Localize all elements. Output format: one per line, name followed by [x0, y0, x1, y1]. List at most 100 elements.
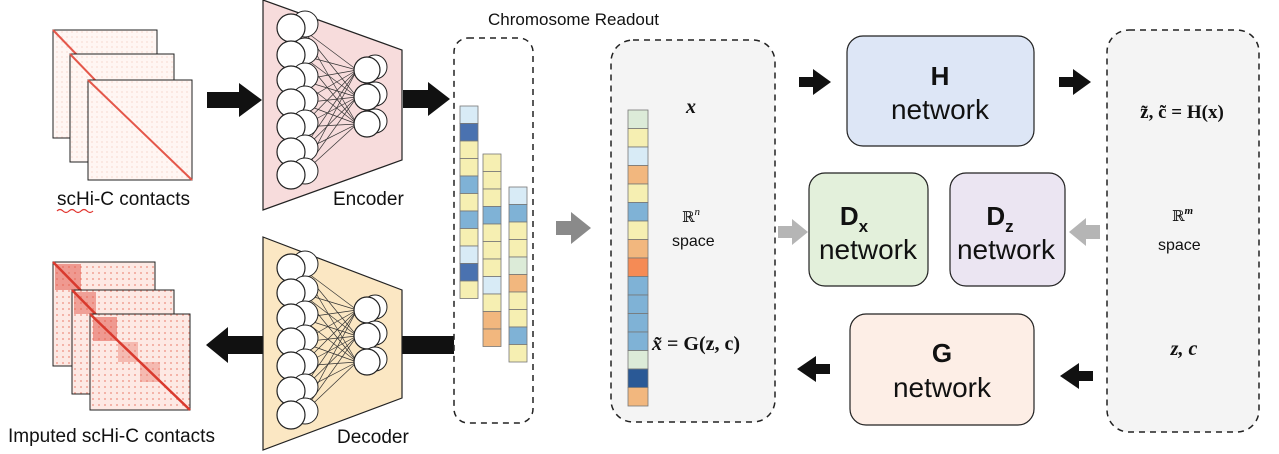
x-vector-cell	[627, 128, 649, 148]
z-space-top-eq: z̃, c̃ = H(x)	[1140, 102, 1224, 123]
readout-cell	[459, 280, 479, 299]
input-heatmaps	[52, 29, 193, 181]
readout-cell	[508, 204, 528, 223]
x-space-word: space	[672, 233, 715, 250]
x-vector-cell	[627, 183, 649, 203]
decoder-block	[262, 236, 403, 451]
readout-cell	[482, 223, 502, 242]
decoder-neuron	[353, 322, 381, 350]
readout-cell	[508, 239, 528, 258]
readout-cell	[459, 245, 479, 264]
x-vector-cell	[627, 350, 649, 370]
readout-cell	[482, 206, 502, 225]
readout-cell	[459, 210, 479, 229]
x-space-recon-eq: x̃ = G(z, c)	[651, 333, 740, 355]
dz-network-letter: Dz	[986, 201, 1013, 236]
readout-cell	[482, 311, 502, 330]
h-network-word: network	[891, 94, 990, 125]
input-caption: scHi-C contacts	[57, 189, 190, 210]
encoder-neuron	[353, 83, 381, 111]
readout-title: Chromosome Readout	[488, 10, 659, 29]
g-network-letter: G	[932, 338, 952, 368]
encoder-neuron	[353, 56, 381, 84]
readout-cell	[482, 258, 502, 277]
x-space-vector	[627, 109, 649, 407]
readout-cell	[508, 309, 528, 328]
z-space-symbol: ℝm	[1172, 205, 1193, 225]
readout-cell	[482, 328, 502, 347]
x-vector-cell	[627, 239, 649, 259]
encoder-neuron	[276, 13, 306, 43]
decoder-neuron	[353, 348, 381, 376]
x-vector-cell	[627, 331, 649, 351]
decoder-neural-net	[276, 250, 388, 430]
readout-cell	[459, 228, 479, 247]
h-to-zspace-arrow	[1059, 69, 1091, 95]
readout-cell	[508, 256, 528, 275]
readout-cell	[508, 344, 528, 363]
input-heatmap-3	[87, 79, 193, 181]
x-vector-cell	[627, 276, 649, 296]
dz-network-box: Dz network	[949, 172, 1066, 287]
x-vector-cell	[627, 387, 649, 407]
output-caption: Imputed scHi-C contacts	[8, 426, 215, 447]
h-network-letter: H	[931, 61, 950, 91]
readout-cell	[459, 105, 479, 124]
zspace-to-dz-arrow	[1069, 218, 1100, 246]
dx-network-box: Dx network	[808, 172, 929, 287]
input-to-encoder-arrow	[207, 83, 262, 117]
readout-cell	[508, 274, 528, 293]
x-vector-cell	[627, 220, 649, 240]
readout-cell	[508, 186, 528, 205]
readout-cell	[459, 263, 479, 282]
dz-network-word: network	[957, 234, 1056, 265]
readout-cell	[459, 123, 479, 142]
x-space-symbol: ℝn	[682, 206, 700, 226]
x-vector-cell	[627, 368, 649, 388]
x-space-box	[610, 39, 776, 423]
decoder-neuron	[353, 296, 381, 324]
readout-cell	[482, 153, 502, 172]
g-to-xspace-arrow	[797, 356, 830, 382]
readout-cell	[508, 291, 528, 310]
x-vector-cell	[627, 202, 649, 222]
readout-vectors	[459, 105, 528, 363]
x-vector-cell	[627, 165, 649, 185]
readout-cell	[459, 175, 479, 194]
encoder-neuron	[353, 110, 381, 138]
xspace-to-dx-arrow	[778, 219, 808, 245]
h-network-box: H network	[846, 35, 1035, 147]
z-space-box	[1106, 29, 1260, 433]
x-vector-cell	[627, 109, 649, 129]
encoder-block	[262, 0, 403, 211]
output-heatmap-3	[89, 313, 191, 411]
z-space-bottom-var: z, c	[1170, 338, 1198, 360]
z-space-word: space	[1158, 237, 1201, 254]
readout-cell	[482, 276, 502, 295]
readout-cell	[459, 140, 479, 159]
dx-network-letter: Dx	[840, 201, 869, 236]
readout-box	[453, 37, 534, 424]
x-vector-cell	[627, 146, 649, 166]
output-heatmaps	[52, 261, 191, 411]
encoder-to-readout-arrow	[403, 82, 450, 116]
encoder-label: Encoder	[333, 189, 404, 210]
x-vector-cell	[627, 294, 649, 314]
zspace-to-g-arrow	[1060, 363, 1093, 389]
g-network-word: network	[893, 372, 992, 403]
x-vector-cell	[627, 313, 649, 333]
readout-cell	[459, 158, 479, 177]
readout-cell	[508, 221, 528, 240]
x-space-top-var: x	[685, 96, 696, 118]
readout-cell	[482, 188, 502, 207]
decoder-neuron	[276, 400, 306, 430]
readout-cell	[459, 193, 479, 212]
readout-cell	[482, 293, 502, 312]
spellcheck-underline	[56, 208, 94, 214]
g-network-box: G network	[849, 313, 1035, 426]
readout-to-xspace-arrow	[556, 212, 591, 244]
readout-cell	[508, 326, 528, 345]
xspace-to-h-arrow	[799, 69, 831, 95]
decoder-label: Decoder	[337, 427, 409, 448]
